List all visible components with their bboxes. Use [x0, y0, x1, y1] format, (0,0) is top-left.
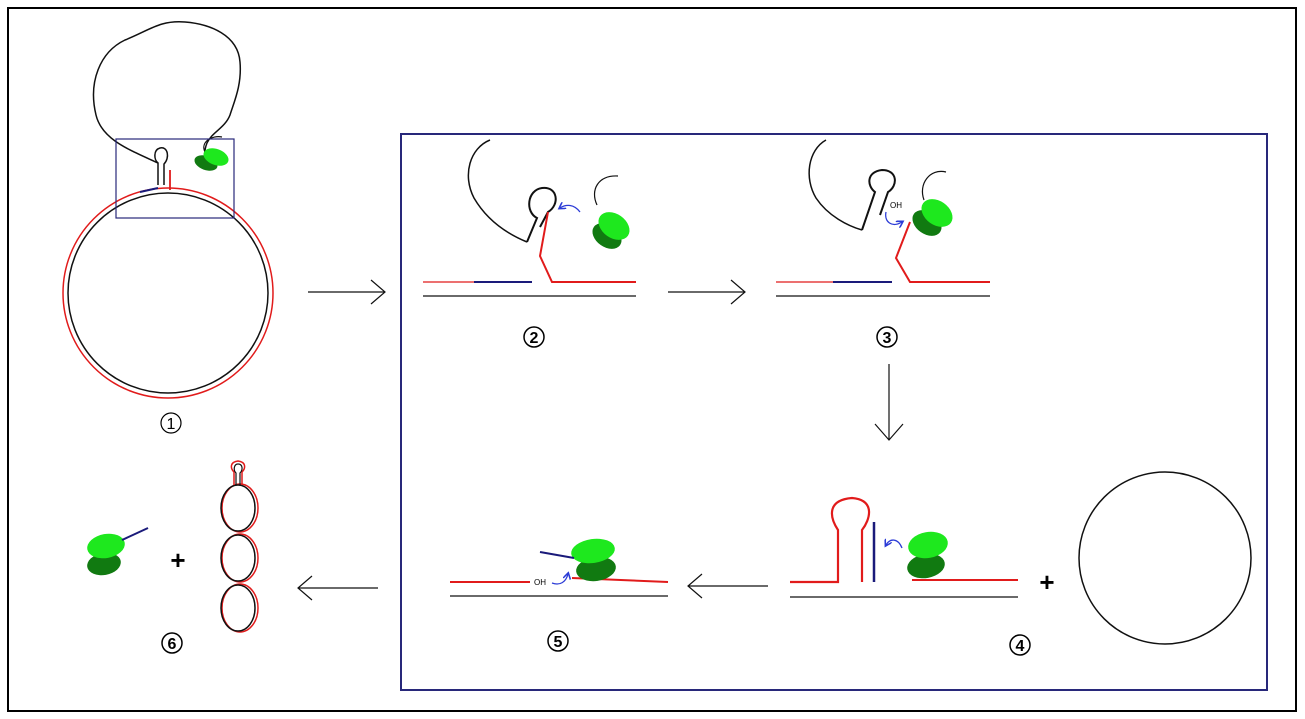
step-6-label: 6 [168, 636, 177, 653]
step-5-panel: OH 5 [450, 538, 669, 652]
step-2-label: 2 [530, 330, 539, 347]
nucleophilic-attack-arrow [560, 205, 581, 213]
blob-outline [92, 21, 242, 168]
cleavage-arrow [886, 540, 903, 549]
step-3-badge [876, 326, 898, 348]
arrow-3-to-4 [874, 364, 904, 441]
protein-tether [203, 136, 223, 153]
protein-tether [593, 175, 619, 206]
step-6-badge [161, 632, 183, 654]
step-3-label: 3 [883, 330, 892, 347]
bound-oligo [539, 551, 575, 559]
arrow-5-to-6 [297, 575, 378, 601]
zoom-frame [400, 133, 1268, 691]
oh-label-5: OH [534, 578, 546, 587]
protein-light-subunit [921, 199, 953, 227]
oh-label: OH [890, 201, 902, 210]
blob-arc [467, 139, 528, 243]
attached-oligo [121, 527, 149, 541]
step-2-badge [523, 326, 545, 348]
step-5-label: 5 [554, 634, 563, 651]
step-5-badge [547, 630, 569, 652]
arrow-4-to-5 [687, 573, 768, 599]
step-2-panel: 2 [423, 139, 636, 348]
primer-segment [139, 187, 159, 193]
step-3-panel: OH 3 [776, 139, 990, 348]
blob-arc [808, 139, 863, 231]
outer-frame [7, 7, 1297, 712]
arrow-to-zoom [308, 279, 386, 305]
protein-light-subunit [908, 531, 948, 559]
hairpin [861, 168, 896, 231]
plus-sign-6: + [170, 545, 185, 575]
released-circle [1078, 471, 1252, 645]
step-4-label: 4 [1016, 638, 1025, 655]
zoom-box [115, 138, 235, 219]
protein-light-subunit [203, 148, 229, 166]
displaced-strand [894, 221, 990, 283]
protein-light-subunit [87, 533, 125, 559]
step-1-label: 1 [167, 416, 176, 433]
hairpin-recreated [790, 496, 871, 584]
protein-tether [921, 170, 947, 201]
step-4-panel: + 4 [790, 471, 1252, 656]
step-1-panel: 1 [62, 21, 274, 434]
plasmid-outer-strand [62, 187, 274, 399]
concatemer [220, 460, 259, 633]
hairpin [526, 186, 557, 243]
plasmid-inner-strand [67, 192, 269, 394]
step-1-badge [160, 412, 182, 434]
religation-arrow [551, 574, 568, 585]
hairpin-loop [154, 147, 169, 185]
displaced-strand [538, 211, 636, 283]
ligation-arrow [885, 211, 902, 224]
step-4-badge [1009, 634, 1031, 656]
protein-dark-subunit [907, 553, 945, 579]
plus-sign-4: + [1039, 567, 1054, 597]
step-6-panel: + 6 [87, 460, 259, 654]
protein-light-subunit [571, 538, 615, 564]
arrow-2-to-3 [668, 279, 746, 305]
protein-light-subunit [598, 212, 630, 240]
protein-dark-subunit [87, 552, 121, 576]
